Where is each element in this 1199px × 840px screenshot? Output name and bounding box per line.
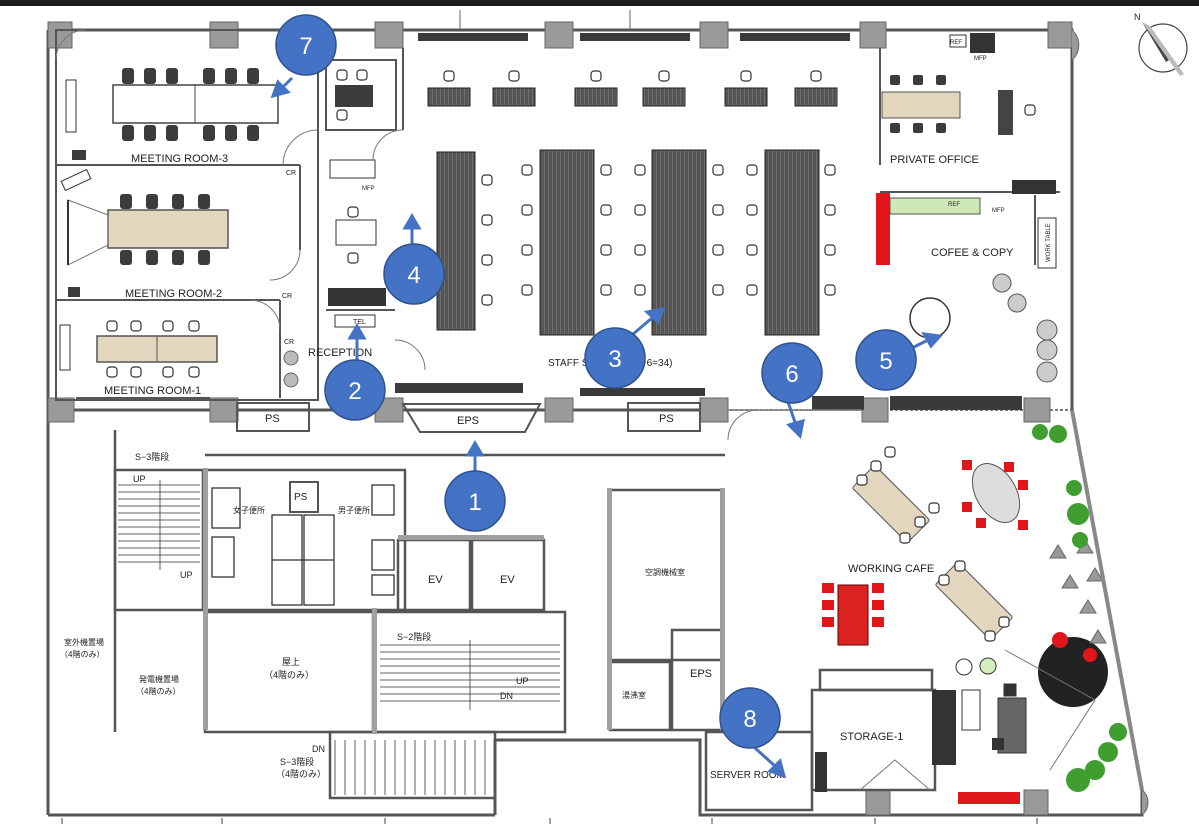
meeting-rooms-walls — [55, 29, 319, 401]
storage-server-walls — [704, 668, 937, 812]
label-mech-room: 空調機械室 — [645, 567, 685, 577]
label-cofee-copy: COFEE & COPY — [931, 247, 1014, 259]
marker-4-label: 4 — [407, 262, 420, 289]
marker-7-label: 7 — [299, 33, 312, 60]
storage-furniture — [815, 689, 1027, 804]
label-meeting-room-1: MEETING ROOM-1 — [104, 385, 201, 397]
label-cleaning-room: 湯沸室 — [622, 690, 646, 700]
lounge-stools — [1049, 539, 1107, 644]
marker-1[interactable]: 1 — [444, 470, 506, 532]
label-eps-top: EPS — [457, 415, 479, 427]
label-up-2: UP — [180, 570, 193, 580]
coffee-copy-furniture — [876, 180, 1058, 383]
marker-1-label: 1 — [468, 489, 481, 516]
label-ev-1: EV — [428, 574, 443, 586]
label-eps-bottom: EPS — [690, 668, 712, 680]
label-tel: TEL — [353, 319, 366, 326]
label-mfp-1: MFP — [362, 186, 375, 192]
label-dn-2: DN — [312, 744, 325, 754]
label-dn-1: DN — [500, 691, 513, 701]
label-mfp-3: MFP — [992, 208, 1005, 214]
label-server-room: SERVER ROOM — [710, 770, 785, 781]
marker-6[interactable]: 6 — [761, 342, 823, 404]
label-roof: 屋上 — [282, 657, 300, 667]
label-ps-right: PS — [659, 413, 674, 425]
red-chairs — [822, 460, 1097, 662]
marker-3[interactable]: 3 — [584, 327, 646, 389]
label-womens-wc: 女子便所 — [233, 505, 265, 515]
shaft-boxes — [236, 402, 701, 513]
reception-furniture — [328, 85, 386, 328]
cafe-tables — [837, 463, 1108, 707]
label-ev-2: EV — [500, 574, 515, 586]
private-office-furniture — [881, 33, 1036, 135]
label-roof-note: （4階のみ） — [264, 670, 314, 680]
label-up-3: UP — [516, 676, 529, 686]
structural-columns — [47, 21, 1073, 816]
label-generator-note: （4階のみ） — [136, 686, 180, 696]
wc-fixtures — [211, 484, 395, 606]
meeting-room-3-table — [112, 84, 279, 124]
label-meeting-room-3: MEETING ROOM-3 — [131, 153, 228, 165]
marker-8[interactable]: 8 — [719, 687, 781, 749]
marker-5-label: 5 — [879, 348, 892, 375]
marker-8-label: 8 — [743, 706, 756, 733]
north-compass-icon — [1138, 22, 1188, 76]
grid-ticks — [61, 818, 1038, 824]
label-generator: 発電機置場 — [139, 674, 179, 684]
meeting-room-2-chairs — [68, 194, 210, 297]
label-cr-3: CR — [284, 339, 294, 346]
label-cr-1: CR — [286, 170, 296, 177]
label-outdoor-unit-note: （4階のみ） — [60, 649, 104, 659]
marker-5[interactable]: 5 — [855, 329, 917, 391]
small-labels: UP UP UP DN DN MFP MFP MFP REF REF CR CR… — [133, 40, 1052, 754]
label-stair-s3-top: S−3階段 — [135, 451, 169, 462]
label-up-1: UP — [133, 474, 146, 484]
marker-2-label: 2 — [348, 378, 361, 405]
label-mens-wc: 男子便所 — [338, 505, 370, 515]
core-wall-fill — [203, 468, 725, 734]
marker-6-label: 6 — [785, 361, 798, 388]
workstation-benches — [436, 149, 820, 336]
marker-2[interactable]: 2 — [324, 359, 386, 421]
label-meeting-room-2: MEETING ROOM-2 — [125, 288, 222, 300]
label-work-table: WORK TABLE — [1046, 223, 1052, 262]
label-cr-2: CR — [282, 293, 292, 300]
meeting-room-1-table — [96, 335, 218, 363]
label-stair-s3-bottom-note: （4階のみ） — [276, 769, 326, 779]
cafe-small-tables — [955, 649, 1096, 771]
label-ref-2: REF — [948, 202, 960, 208]
label-ps-wc: PS — [294, 492, 308, 503]
meeting-room-2-table — [67, 199, 229, 266]
label-stair-s2: S−2階段 — [397, 631, 431, 642]
label-ref-1: REF — [950, 40, 962, 46]
label-stair-s3-bottom: S−3階段 — [280, 756, 314, 767]
marker-7[interactable]: 7 — [275, 14, 337, 76]
label-mfp-2: MFP — [974, 56, 987, 62]
meeting-room-3-chairs — [72, 68, 259, 160]
label-working-cafe: WORKING CAFE — [848, 563, 934, 575]
compass-north-label: N — [1134, 12, 1141, 22]
label-outdoor-unit: 室外機置場 — [64, 637, 104, 647]
marker-3-label: 3 — [608, 346, 621, 373]
label-reception: RECEPTION — [308, 347, 372, 359]
stair-treads — [118, 480, 560, 795]
marker-arrows — [270, 76, 944, 779]
planters — [1032, 424, 1127, 792]
label-storage-1: STORAGE-1 — [840, 731, 903, 743]
label-private-office: PRIVATE OFFICE — [890, 154, 979, 166]
window-strips — [395, 33, 1022, 410]
single-desks — [427, 70, 838, 107]
label-ps-left: PS — [265, 413, 280, 425]
marker-4[interactable]: 4 — [383, 243, 445, 305]
